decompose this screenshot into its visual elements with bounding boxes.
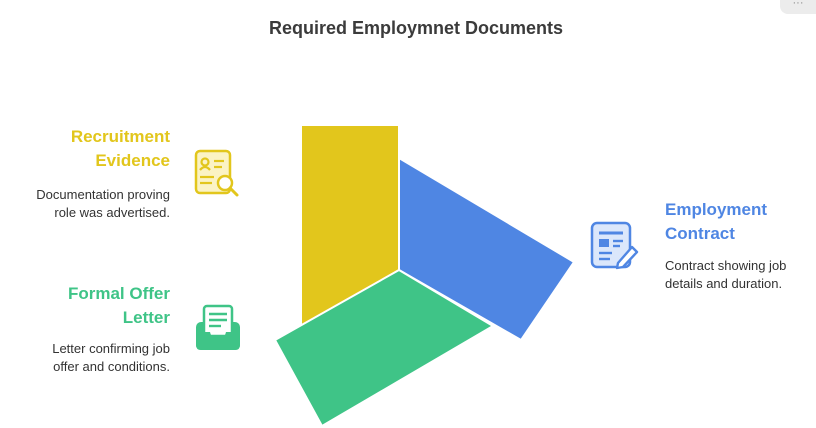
recruitment-evidence-description-line-2: role was advertised. (54, 205, 170, 220)
employment-contract-heading: Employment Contract (665, 198, 815, 246)
more-menu-button[interactable]: ··· (780, 0, 816, 14)
recruitment-evidence-description-line-1: Documentation proving (36, 187, 170, 202)
formal-offer-letter-description: Letter confirming job offer and conditio… (0, 340, 170, 376)
segment-employment-contract (398, 157, 575, 341)
contract-edit-icon (590, 221, 639, 270)
employment-contract-description: Contract showing job details and duratio… (665, 257, 815, 293)
letter-inbox-icon (196, 304, 240, 350)
employment-contract-description-line-2: details and duration. (665, 276, 783, 291)
more-icon: ··· (792, 0, 804, 9)
recruitment-evidence-heading-line-2: Evidence (95, 151, 170, 170)
formal-offer-letter-description-line-1: Letter confirming job (52, 341, 170, 356)
document-search-icon (194, 149, 239, 197)
recruitment-evidence-heading: Recruitment Evidence (20, 125, 170, 173)
segment-formal-offer-letter (274, 269, 494, 427)
recruitment-evidence-heading-line-1: Recruitment (70, 127, 170, 146)
formal-offer-letter-heading-line-2: Letter (122, 308, 170, 327)
employment-contract-description-line-1: Contract showing job (665, 258, 787, 273)
recruitment-evidence-description: Documentation proving role was advertise… (0, 186, 170, 222)
formal-offer-letter-heading-line-1: Formal Offer (67, 284, 170, 303)
diagram-title: Required Employmnet Documents (268, 18, 564, 38)
formal-offer-letter-description-line-2: offer and conditions. (53, 359, 170, 374)
employment-contract-heading-line-1: Employment (665, 200, 768, 219)
employment-contract-heading-line-2: Contract (665, 224, 735, 243)
formal-offer-letter-heading: Formal Offer Letter (20, 282, 170, 330)
